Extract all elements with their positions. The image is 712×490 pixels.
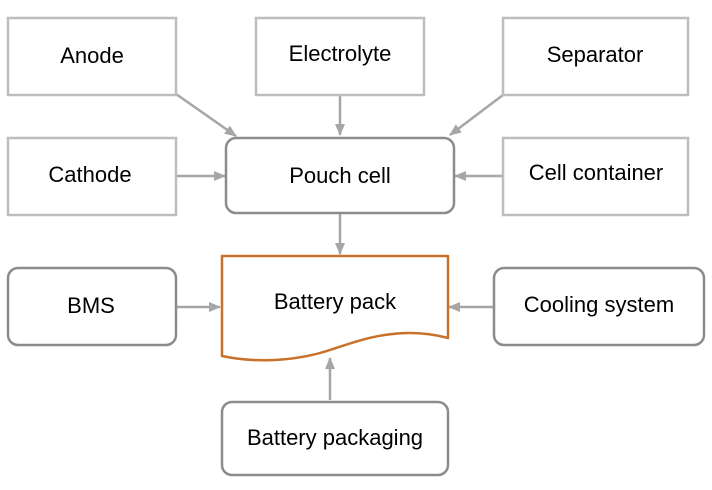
cathode-label: Cathode <box>48 162 131 187</box>
battery-packaging-node: Battery packaging <box>220 400 450 477</box>
cathode-node: Cathode <box>6 136 178 217</box>
cooling-system-node: Cooling system <box>492 266 706 347</box>
battery-packaging-label: Battery packaging <box>247 425 423 450</box>
cell-container-node: Cell container <box>501 136 690 217</box>
anode-label: Anode <box>60 43 124 68</box>
electrolyte-label: Electrolyte <box>289 41 392 66</box>
separator-node: Separator <box>501 16 690 97</box>
pouch-cell-label: Pouch cell <box>289 163 391 188</box>
electrolyte-node: Electrolyte <box>254 16 426 97</box>
cooling-system-label: Cooling system <box>524 292 674 317</box>
arrow-anode-to-pouch-cell <box>175 92 237 138</box>
separator-label: Separator <box>547 42 644 67</box>
battery-pack-node: Battery pack <box>220 254 450 362</box>
battery-pack-label: Battery pack <box>274 289 397 314</box>
arrow-separator-to-pouch-cell <box>449 94 504 136</box>
bms-node: BMS <box>6 266 178 347</box>
bms-label: BMS <box>67 293 115 318</box>
cell-container-label: Cell container <box>529 160 664 185</box>
anode-node: Anode <box>6 16 178 97</box>
pouch-cell-node: Pouch cell <box>224 136 456 215</box>
